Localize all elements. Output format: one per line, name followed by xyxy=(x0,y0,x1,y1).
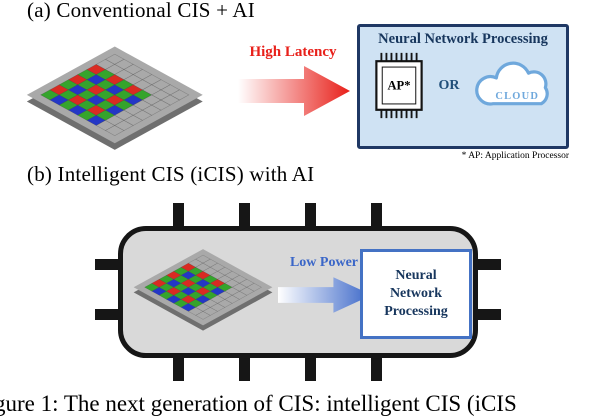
nnp-box-a: Neural Network Processing AP* OR CLOUD xyxy=(357,24,569,149)
nnp-box-a-row: AP* OR CLOUD xyxy=(360,51,566,120)
chip-pin xyxy=(173,355,184,381)
high-latency-arrow-icon xyxy=(238,66,350,116)
low-power-arrow-icon xyxy=(278,277,372,313)
bayer-sensor-a xyxy=(26,46,203,150)
chip-pin xyxy=(305,203,316,229)
low-power-label: Low Power xyxy=(289,255,359,270)
ap-chip-label: AP* xyxy=(387,79,410,93)
chip-pin xyxy=(475,309,501,320)
figure-caption: gure 1: The next generation of CIS: inte… xyxy=(0,391,517,416)
chip-pin xyxy=(239,355,250,381)
chip-pin xyxy=(95,259,121,270)
bayer-sensor-b xyxy=(133,249,273,331)
panel-b-title: (b) Intelligent CIS (iCIS) with AI xyxy=(27,162,315,186)
nnp-box-b-line: Processing xyxy=(384,304,448,320)
ap-footnote: * AP: Application Processor xyxy=(461,151,569,161)
nnp-box-b-line: Neural xyxy=(395,267,437,283)
chip-pin xyxy=(95,309,121,320)
nnp-box-b: Neural Network Processing xyxy=(360,249,472,339)
chip-pin xyxy=(475,259,501,270)
chip-pin xyxy=(371,203,382,229)
high-latency-label: High Latency xyxy=(249,44,337,60)
chip-pin xyxy=(239,203,250,229)
or-label: OR xyxy=(438,77,460,93)
icis-chip-package: Low Power Neural Network Processing xyxy=(95,203,501,381)
cloud-label: CLOUD xyxy=(495,90,539,101)
nnp-box-b-line: Network xyxy=(389,285,443,301)
nnp-box-a-title: Neural Network Processing xyxy=(378,31,548,47)
chip-pin xyxy=(305,355,316,381)
ap-chip-icon: AP* xyxy=(374,52,423,119)
chip-pin xyxy=(173,203,184,229)
cloud-icon: CLOUD xyxy=(474,61,549,106)
panel-a-title: (a) Conventional CIS + AI xyxy=(27,0,255,22)
chip-pin xyxy=(371,355,382,381)
